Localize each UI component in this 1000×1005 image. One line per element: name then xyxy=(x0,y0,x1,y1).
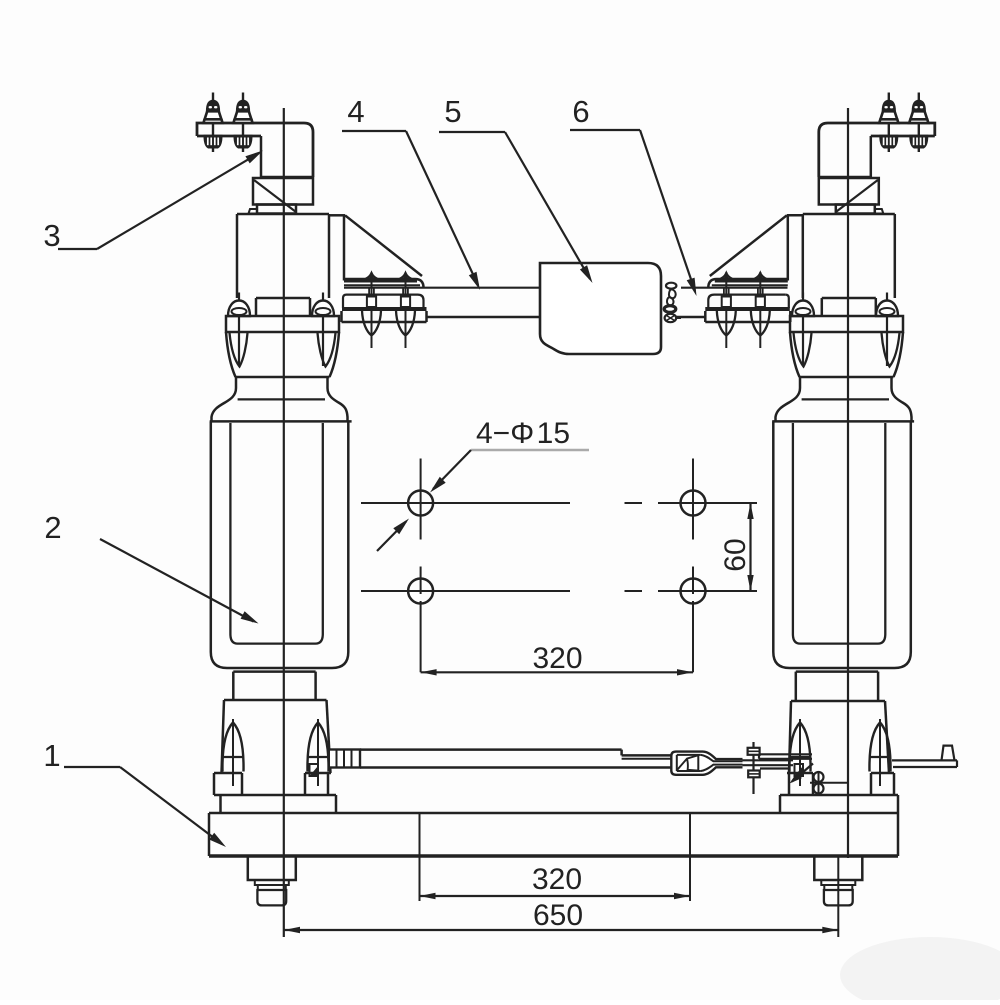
svg-text:60: 60 xyxy=(719,538,752,571)
svg-text:4−Φ 15: 4−Φ 15 xyxy=(476,417,570,450)
svg-text:5: 5 xyxy=(444,94,461,129)
svg-text:1: 1 xyxy=(43,738,60,773)
svg-text:320: 320 xyxy=(532,642,582,675)
svg-text:3: 3 xyxy=(43,218,60,253)
svg-text:2: 2 xyxy=(44,510,61,545)
svg-text:650: 650 xyxy=(533,899,583,932)
svg-text:320: 320 xyxy=(532,863,582,896)
svg-text:4: 4 xyxy=(347,94,364,129)
svg-text:6: 6 xyxy=(572,94,589,129)
